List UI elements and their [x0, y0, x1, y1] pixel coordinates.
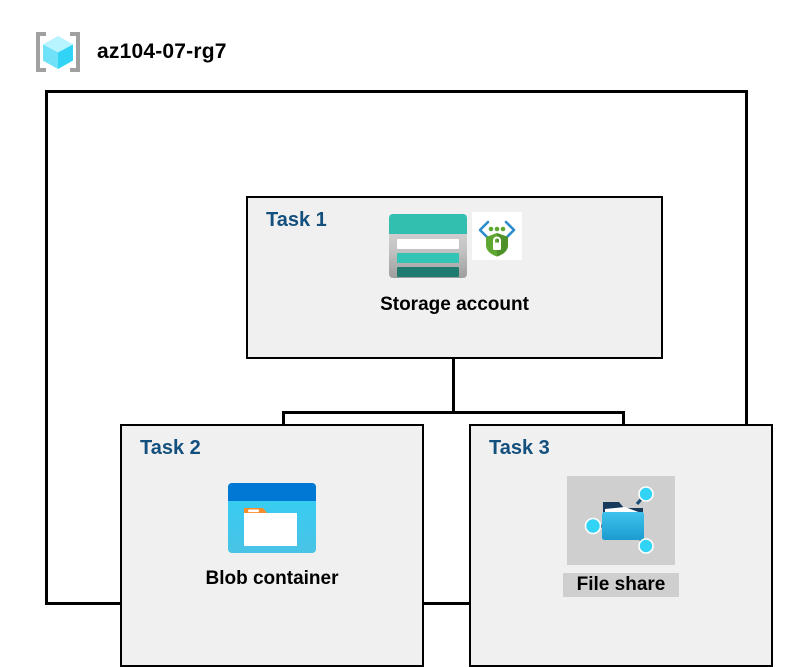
task-2-label: Task 2: [140, 437, 201, 459]
file-share-node: File share: [471, 476, 771, 597]
blob-container-icon-row: [227, 482, 317, 559]
task-1-label: Task 1: [266, 209, 327, 231]
task-3-label: Task 3: [489, 437, 550, 459]
resource-group-boundary: Task 1: [45, 90, 773, 667]
page-title: az104-07-rg7: [97, 40, 227, 63]
storage-account-label: Storage account: [380, 294, 529, 315]
file-share-label: File share: [562, 573, 680, 597]
connector-storage-stem: [452, 359, 455, 414]
blob-container-label: Blob container: [205, 568, 339, 589]
storage-account-node: Storage account: [248, 212, 661, 317]
connector-horizontal-bar: [282, 411, 625, 414]
storage-account-icon-row: [388, 212, 522, 285]
blob-container-node: Blob container: [122, 482, 422, 591]
resource-group-icon: [33, 30, 83, 74]
secure-endpoint-shield-icon: [471, 212, 522, 265]
task-1-box: Task 1: [246, 196, 663, 359]
storage-account-icon: [388, 212, 468, 285]
file-share-icon-row: [567, 476, 675, 565]
task-3-box: Task 3: [469, 424, 773, 667]
file-share-icon: [581, 482, 661, 563]
task-2-box: Task 2: [120, 424, 424, 667]
resource-group-header: az104-07-rg7: [33, 30, 227, 74]
blob-container-icon: [227, 482, 317, 559]
